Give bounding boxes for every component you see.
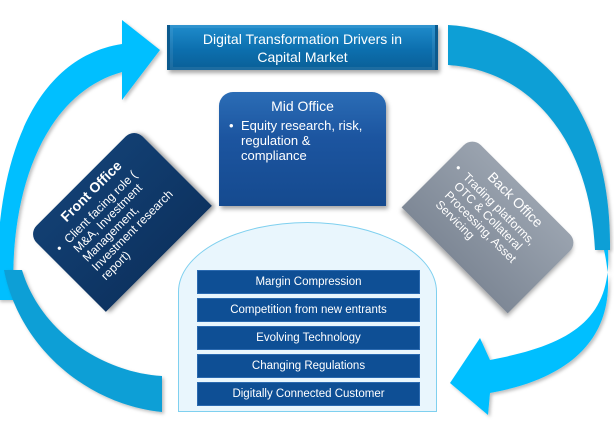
mid-office-bullet-text: Equity research, risk, regulation & comp…	[241, 118, 363, 163]
drivers-list: Margin Compression Competition from new …	[197, 270, 420, 410]
driver-evolving-technology: Evolving Technology	[197, 326, 420, 350]
arrow-left-up-icon	[0, 20, 160, 300]
driver-digitally-connected-customer: Digitally Connected Customer	[197, 382, 420, 406]
diagram-title-box: Digital Transformation Drivers in Capita…	[167, 25, 438, 70]
diagram-title-line1: Digital Transformation Drivers in	[202, 30, 403, 47]
driver-changing-regulations: Changing Regulations	[197, 354, 420, 378]
bullet-icon: •	[229, 118, 234, 133]
driver-margin-compression: Margin Compression	[197, 270, 420, 294]
driver-competition: Competition from new entrants	[197, 298, 420, 322]
mid-office-card: Mid Office • Equity research, risk, regu…	[219, 92, 386, 206]
arrow-right-down-icon	[450, 250, 609, 415]
arrow-left-down-arc-icon	[4, 270, 162, 412]
diagram-title-line2: Capital Market	[257, 48, 348, 65]
mid-office-title: Mid Office	[271, 98, 334, 114]
mid-office-bullet: • Equity research, risk, regulation & co…	[229, 118, 376, 163]
arrow-right-down-arc-icon	[448, 25, 611, 250]
